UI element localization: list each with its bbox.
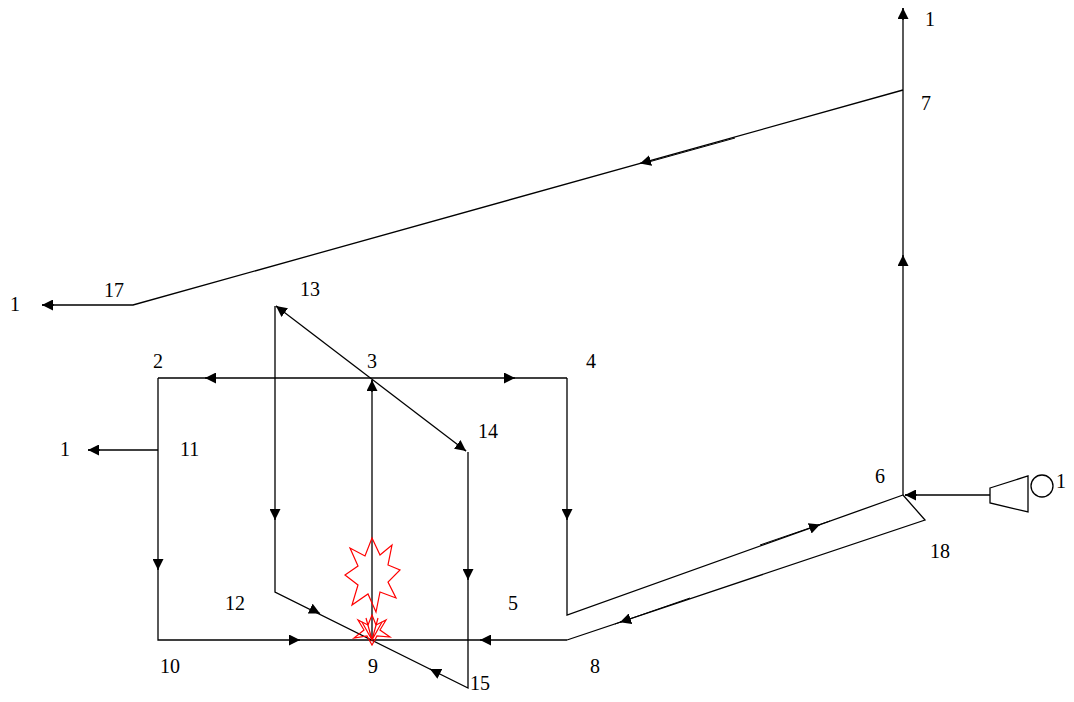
flow-arrow	[620, 619, 630, 622]
flow-arrow	[274, 510, 275, 520]
callout-number: 10	[160, 655, 180, 678]
flow-arrow	[811, 525, 820, 528]
flow-arrows	[42, 8, 917, 674]
pipes	[42, 8, 990, 688]
callout-number: 1	[10, 293, 20, 316]
explosion-rays	[362, 618, 382, 640]
flow-arrow	[430, 669, 439, 674]
callout-number: 12	[225, 592, 245, 615]
callout-number: 9	[368, 655, 378, 678]
flow-arrow	[458, 445, 466, 451]
callout-number: 1	[1056, 470, 1066, 493]
flow-tick	[760, 521, 830, 545]
callout-number: 13	[300, 278, 320, 301]
callout-number: 4	[586, 350, 596, 373]
callout-number: 14	[478, 420, 498, 443]
pump-motor	[1031, 475, 1053, 497]
pipe	[567, 495, 925, 640]
pipe	[88, 449, 158, 450]
flow-arrow	[467, 570, 468, 580]
pipe	[42, 90, 903, 305]
callout-number: 6	[875, 465, 885, 488]
flow-arrow	[480, 639, 490, 640]
flow-arrow	[311, 609, 320, 614]
callout-number: 15	[470, 672, 490, 695]
flow-arrow	[276, 306, 284, 312]
flow-arrow	[88, 449, 100, 450]
flow-arrow	[42, 304, 54, 305]
callout-number: 2	[153, 350, 163, 373]
callout-number: 1	[925, 8, 935, 31]
flow-tick	[615, 598, 690, 624]
pipe	[275, 306, 468, 688]
flow-arrow	[371, 380, 372, 392]
callout-number: 3	[367, 350, 377, 373]
explosion-star	[345, 538, 400, 612]
flow-arrow	[205, 377, 215, 378]
callout-number: 17	[104, 279, 124, 302]
explosion-symbol	[345, 538, 400, 645]
flow-tick	[645, 138, 735, 163]
explosion-star-small	[354, 615, 390, 645]
callout-number: 5	[508, 592, 518, 615]
callout-number: 11	[180, 438, 199, 461]
pipe	[567, 378, 903, 615]
pipe	[276, 306, 466, 451]
flow-arrow	[905, 494, 917, 495]
flow-arrow	[640, 161, 650, 164]
flow-arrow	[290, 639, 300, 640]
callout-number: 18	[930, 540, 950, 563]
pipe	[158, 378, 567, 640]
flow-arrow	[505, 377, 515, 378]
pump-symbol	[990, 475, 1053, 512]
callout-number: 8	[590, 655, 600, 678]
pipe	[902, 8, 903, 495]
flow-arrow	[566, 510, 567, 520]
callout-number: 7	[921, 92, 931, 115]
pipe	[158, 377, 567, 378]
pump-body	[990, 476, 1028, 512]
pipe	[905, 494, 990, 495]
flow-arrow	[902, 8, 903, 20]
callout-number: 1	[60, 438, 70, 461]
flow-arrow	[157, 560, 158, 570]
flow-arrow	[902, 255, 903, 265]
